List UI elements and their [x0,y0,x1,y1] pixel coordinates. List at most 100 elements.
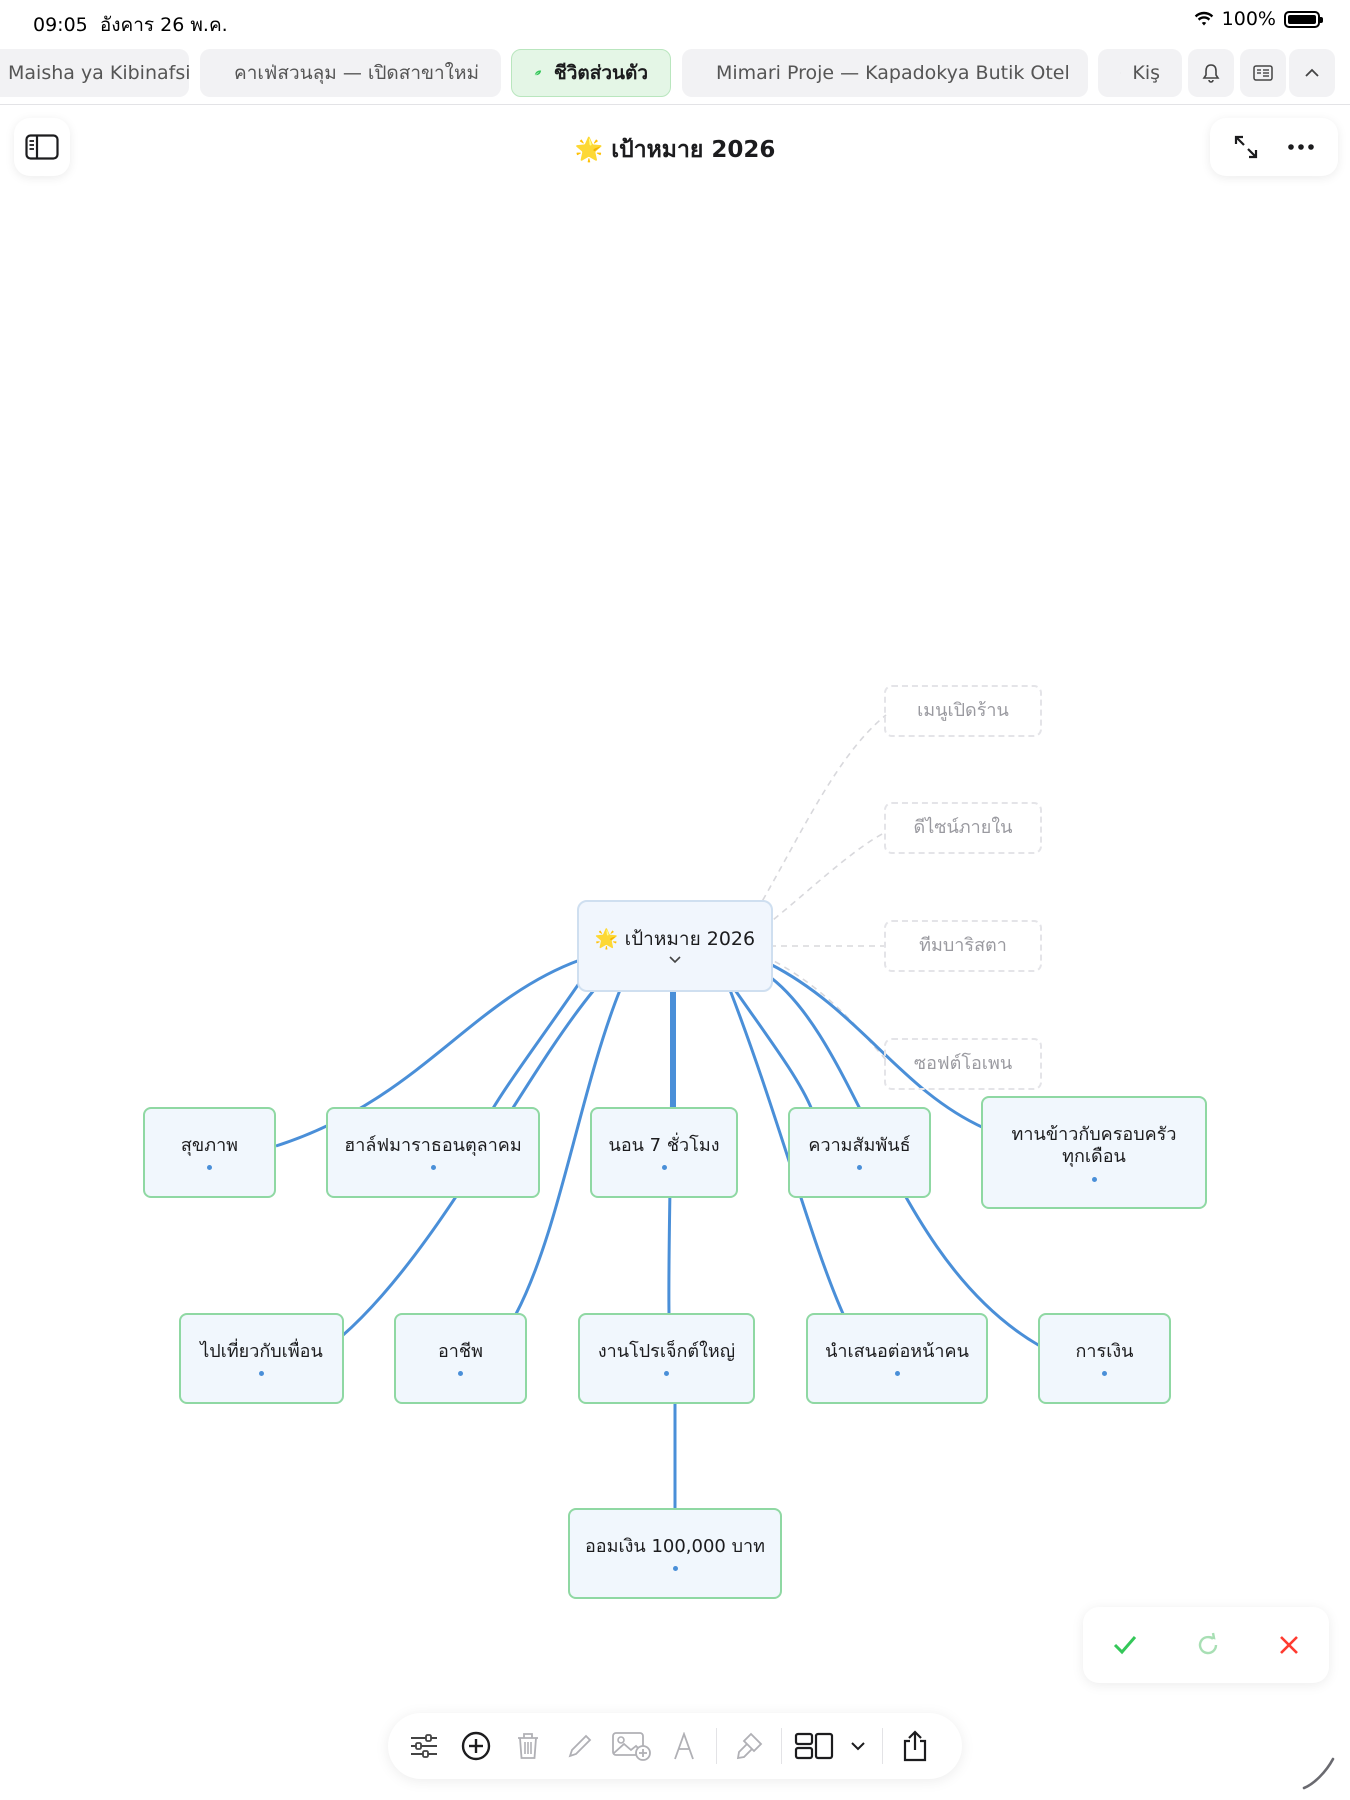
link-halfmarathon [490,981,582,1111]
image-add-icon [612,1732,651,1761]
node-handle [857,1165,862,1171]
document-title: 🌟 เป้าหมาย 2026 [0,132,1350,168]
tab-label: ชีวิตส่วนตัว [553,62,648,84]
expand-icon[interactable] [1233,134,1259,160]
text-style-button[interactable] [658,1720,710,1772]
notifications-button[interactable] [1188,49,1234,97]
tab-cafe-suan-lum[interactable]: คาเฟ่สวนลุม — เปิดสาขาใหม่ [200,49,501,97]
node-big-project[interactable]: งานโปรเจ็กต์ใหญ่ [578,1313,755,1404]
tab-label: คาเฟ่สวนลุม — เปิดสาขาใหม่ [234,62,479,84]
status-bar: 09:05 อังคาร 26 พ.ค. 100% [0,0,1350,42]
ghost-node-soft-open[interactable]: ซอฟต์โอเพน [884,1038,1042,1090]
root-node[interactable]: 🌟 เป้าหมาย 2026 [577,900,773,992]
leaf-icon [534,70,542,76]
layout-button[interactable] [788,1720,840,1772]
node-handle [1091,1176,1097,1182]
node-label: สุขภาพ [180,1134,239,1156]
node-label: เมนูเปิดร้าน [917,699,1009,721]
share-icon [903,1730,927,1762]
node-label: งานโปรเจ็กต์ใหญ่ [597,1340,736,1362]
settings-button[interactable] [398,1720,450,1772]
suggestion-actions [1083,1607,1329,1683]
chevron-down-icon [851,1742,865,1751]
node-label: ความสัมพันธ์ [808,1134,911,1156]
node-handle [430,1165,436,1171]
node-label: การเงิน [1075,1340,1134,1362]
node-career[interactable]: อาชีพ [394,1313,527,1404]
battery-icon [1284,10,1323,28]
node-health[interactable]: สุขภาพ [143,1107,276,1198]
ghost-node-opening-menu[interactable]: เมนูเปิดร้าน [884,685,1042,737]
pencil-icon [568,1734,592,1758]
node-handle [458,1371,463,1377]
edit-button[interactable] [554,1720,606,1772]
node-handle [661,1165,667,1171]
toolbar-divider [716,1728,717,1764]
wifi-icon [1194,11,1213,26]
ghost-node-barista-team[interactable]: ทีมบาริสตา [884,920,1042,972]
share-button[interactable] [889,1720,941,1772]
battery-percent: 100% [1221,8,1276,30]
sidebar-icon [25,134,59,160]
tab-mimari-proje[interactable]: Mimari Proje — Kapadokya Butik Otel [682,49,1088,97]
layout-icon [794,1732,834,1760]
collapse-tabs-button[interactable] [1289,49,1335,97]
paintbrush-icon [736,1732,763,1760]
node-label: ทีมบาริสตา [919,934,1007,956]
node-handle [664,1371,669,1377]
star-icon: 🌟 [594,927,619,950]
sliders-icon [411,1734,437,1758]
node-label: ทานข้าวกับครอบครัว ทุกเดือน [1011,1123,1177,1168]
chevron-down-icon[interactable] [668,955,682,964]
node-label: ซอฟต์โอเพน [913,1052,1013,1074]
node-label: ออมเงิน 100,000 บาท [584,1535,765,1557]
node-half-marathon[interactable]: ฮาล์ฟมาราธอนตุลาคม [326,1107,540,1198]
toolbar-divider [882,1728,883,1764]
tab-kis[interactable]: Kiş [1098,49,1182,97]
format-painter-button[interactable] [723,1720,775,1772]
status-right: 100% [1194,8,1323,30]
add-image-button[interactable] [606,1720,658,1772]
reader-button[interactable] [1240,49,1286,97]
bottom-toolbar [388,1713,962,1779]
node-label: อาชีพ [438,1340,483,1362]
close-icon[interactable] [1278,1634,1300,1656]
node-family-dinner[interactable]: ทานข้าวกับครอบครัว ทุกเดือน [981,1096,1207,1209]
node-presentation[interactable]: นำเสนอต่อหน้าคน [806,1313,988,1404]
layout-options-button[interactable] [840,1720,876,1772]
checkmark-icon[interactable] [1112,1634,1138,1656]
plus-circle-icon [461,1731,491,1761]
bell-icon [1202,64,1220,83]
node-label: นอน 7 ชั่วโมง [608,1134,720,1156]
node-finance[interactable]: การเงิน [1038,1313,1171,1404]
link-family-dinner [769,962,985,1130]
tab-maisha-ya-kibinafsi[interactable]: Maisha ya Kibinafsi [0,49,189,97]
chevron-up-icon [1305,68,1319,77]
node-handle [1102,1371,1107,1377]
refresh-icon[interactable] [1195,1632,1221,1658]
more-icon[interactable] [1287,143,1315,151]
node-handle [894,1371,900,1377]
node-relationship[interactable]: ความสัมพันธ์ [788,1107,931,1198]
node-savings[interactable]: ออมเงิน 100,000 บาท [568,1508,782,1599]
delete-button[interactable] [502,1720,554,1772]
add-node-button[interactable] [450,1720,502,1772]
tab-label: Maisha ya Kibinafsi [8,62,189,84]
node-label: ฮาล์ฟมาราธอนตุลาคม [344,1134,522,1156]
tab-personal-life[interactable]: ชีวิตส่วนตัว [511,49,671,97]
document-title-text: เป้าหมาย 2026 [611,137,776,163]
toolbar-divider [781,1728,782,1764]
node-travel-friends[interactable]: ไปเที่ยวกับเพื่อน [179,1313,344,1404]
pencil-scribble-icon[interactable] [1302,1756,1336,1790]
node-label: เป้าหมาย 2026 [624,927,756,950]
font-a-icon [674,1732,694,1760]
node-label: ไปเที่ยวกับเพื่อน [200,1340,323,1362]
sidebar-toggle-button[interactable] [14,118,70,176]
trash-icon [518,1733,538,1759]
tab-bar: Maisha ya Kibinafsi คาเฟ่สวนลุม — เปิดสา… [0,46,1350,105]
ghost-node-interior-design[interactable]: ดีไซน์ภายใน [884,802,1042,854]
node-sleep-7h[interactable]: นอน 7 ชั่วโมง [590,1107,738,1198]
status-time-date: 09:05 อังคาร 26 พ.ค. [33,10,228,40]
link-ghost [754,951,887,1061]
